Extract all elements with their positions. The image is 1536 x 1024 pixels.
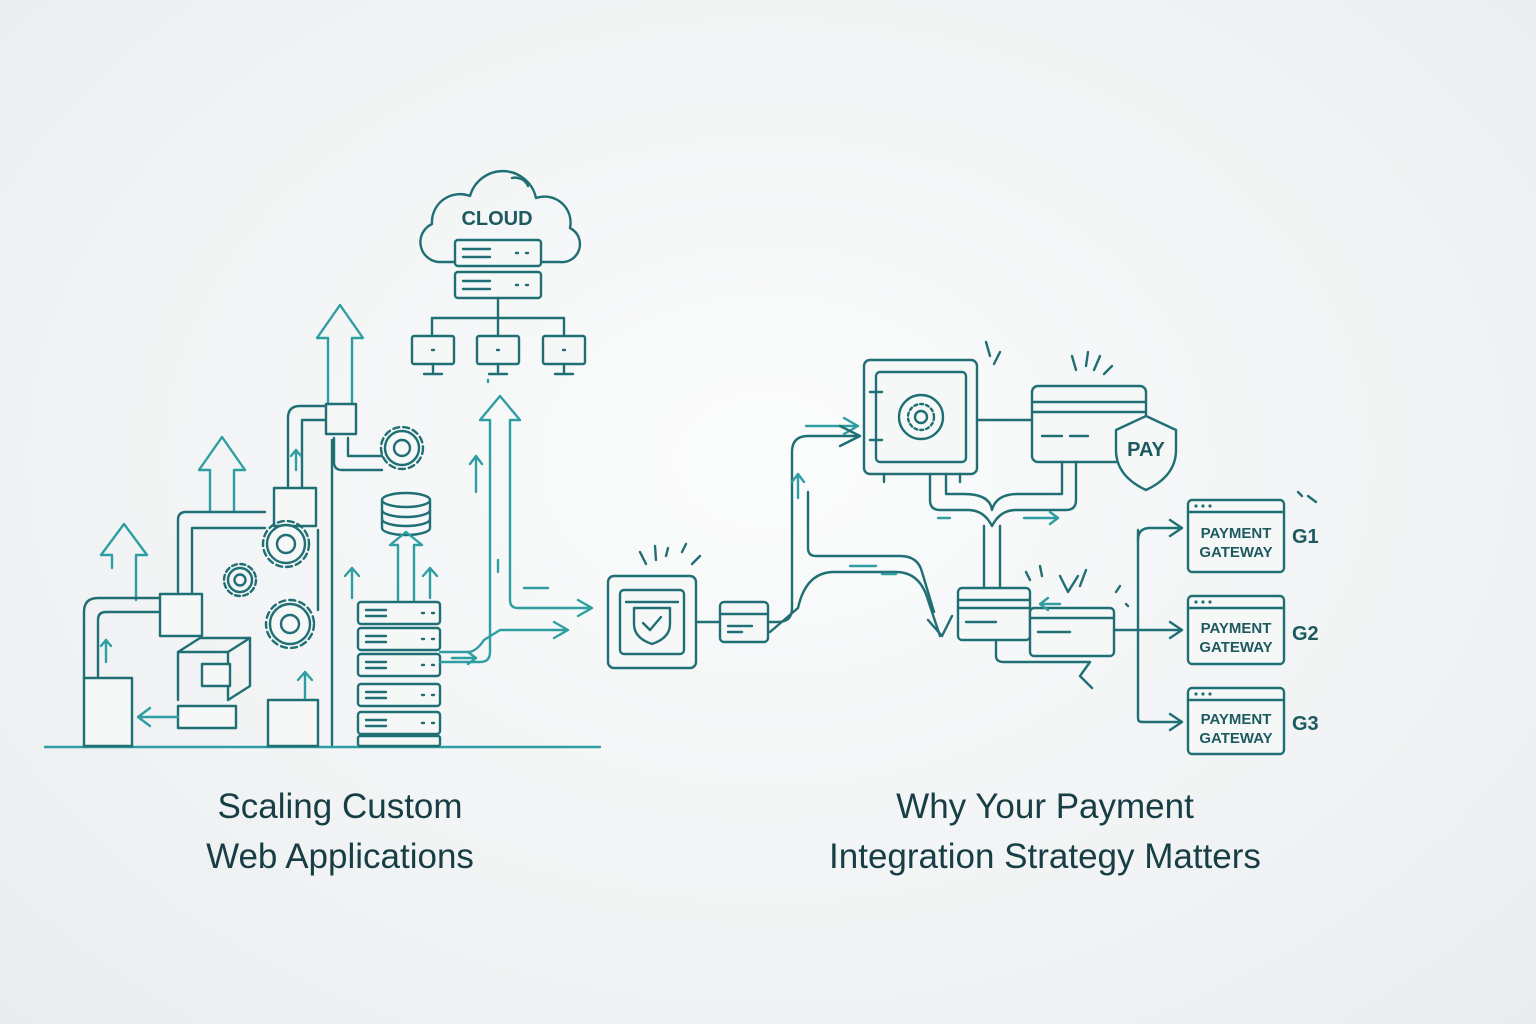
caption-line: Web Applications bbox=[206, 837, 474, 876]
vault-icon bbox=[862, 340, 1002, 484]
caption-line: Scaling Custom bbox=[217, 787, 463, 826]
growth-arrow-2-icon bbox=[197, 435, 247, 514]
gateway-branch-2 bbox=[1136, 620, 1184, 640]
up-arrow-icon bbox=[790, 472, 806, 500]
up-arrow-icon bbox=[468, 454, 484, 494]
up-arrow-icon bbox=[296, 670, 314, 700]
cloud-server-icon: CLOUD bbox=[419, 169, 582, 338]
gateway-branch-1 bbox=[1136, 518, 1184, 542]
gateway-tag: G1 bbox=[1292, 526, 1319, 548]
up-arrow-icon bbox=[343, 566, 361, 600]
pipe bbox=[928, 460, 1078, 528]
growth-arrow-3-icon bbox=[315, 303, 365, 407]
payment-terminal-icon bbox=[606, 542, 702, 670]
gateway-label-line2: GATEWAY bbox=[1199, 544, 1272, 561]
flow-arrow bbox=[450, 650, 478, 666]
up-arrow-icon bbox=[421, 566, 439, 600]
gateway-label-line1: PAYMENT bbox=[1201, 620, 1272, 637]
flow-arrowhead bbox=[926, 614, 954, 638]
pay-label: PAY bbox=[1127, 439, 1165, 461]
gear-icon bbox=[379, 425, 425, 471]
flow-dash bbox=[496, 558, 550, 590]
database-icon bbox=[380, 491, 432, 537]
db-up-arrow-icon bbox=[388, 530, 424, 602]
gateway-trunk bbox=[1112, 528, 1144, 724]
pipe bbox=[982, 524, 1002, 592]
caption-scaling: Scaling Custom Web Applications bbox=[140, 782, 540, 882]
flow-arrowhead bbox=[838, 424, 862, 448]
payment-gateway-2: PAYMENT GATEWAY G2 bbox=[1186, 594, 1319, 666]
growth-arrow-1-icon bbox=[99, 522, 149, 602]
monitor-icon bbox=[475, 334, 521, 376]
server-rack-icon bbox=[356, 600, 442, 748]
monitor-icon bbox=[541, 334, 587, 376]
gateway-tag: G3 bbox=[1292, 713, 1319, 735]
flow-line bbox=[766, 434, 860, 624]
junction-box-icon bbox=[272, 486, 318, 528]
caption-line: Why Your Payment bbox=[896, 787, 1194, 826]
payment-gateway-1: PAYMENT GATEWAY G1 bbox=[1186, 490, 1319, 574]
junction-box-icon bbox=[158, 592, 204, 638]
card-icon bbox=[718, 600, 770, 644]
junction-box-icon bbox=[82, 676, 134, 748]
gateway-branch-3 bbox=[1140, 712, 1184, 732]
gateway-label-line1: PAYMENT bbox=[1201, 711, 1272, 728]
flow-line bbox=[768, 570, 942, 638]
flow-arrow bbox=[936, 510, 1060, 526]
card-stack-icon bbox=[956, 564, 1130, 690]
caption-payment: Why Your Payment Integration Strategy Ma… bbox=[760, 782, 1330, 882]
gateway-label-line2: GATEWAY bbox=[1199, 639, 1272, 656]
payment-gateway-3: PAYMENT GATEWAY G3 bbox=[1186, 686, 1319, 756]
gear-icon bbox=[264, 598, 316, 650]
up-arrow-icon bbox=[99, 638, 113, 664]
gateway-label-line1: PAYMENT bbox=[1201, 525, 1272, 542]
scaling-infrastructure bbox=[43, 303, 602, 749]
cube-icon bbox=[136, 636, 252, 730]
pipe-network bbox=[82, 404, 384, 747]
pipe bbox=[944, 460, 1064, 512]
caption-line: Integration Strategy Matters bbox=[829, 837, 1261, 876]
gear-icon bbox=[222, 562, 258, 598]
flow-dash bbox=[848, 564, 898, 576]
flow-line bbox=[806, 490, 936, 614]
gear-icon bbox=[261, 519, 311, 569]
flow-arrow bbox=[438, 620, 570, 654]
gateway-label-line2: GATEWAY bbox=[1199, 730, 1272, 747]
gateway-tag: G2 bbox=[1292, 623, 1319, 645]
monitor-icon bbox=[410, 334, 456, 376]
cloud-label: CLOUD bbox=[461, 208, 532, 230]
flow-arrow bbox=[438, 394, 594, 664]
junction-box-icon bbox=[266, 698, 320, 748]
shield-pay-icon: PAY bbox=[1114, 414, 1178, 492]
junction-box-icon bbox=[324, 402, 358, 436]
